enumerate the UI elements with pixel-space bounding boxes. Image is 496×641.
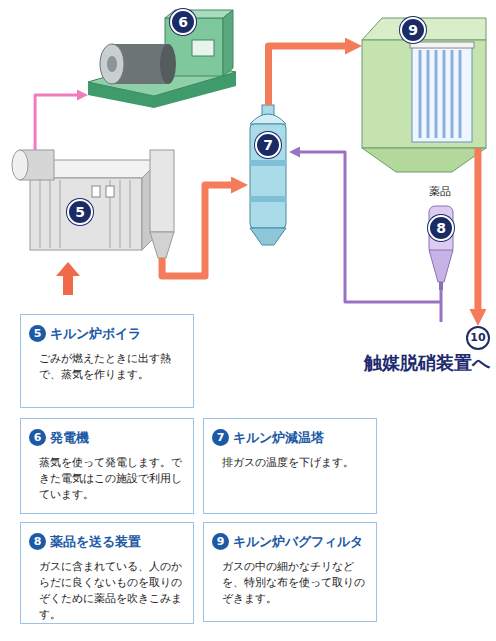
cooling-tower-drawing-part	[250, 124, 286, 228]
cooling-tower-drawing	[250, 105, 286, 245]
gas-duct	[269, 46, 351, 105]
description-box: 9キルン炉バグフィルタガスの中の細かなチリなどを、特別な布を使って取りのぞきます…	[203, 522, 377, 622]
destination-label: 触媒脱硝装置へ	[364, 352, 490, 374]
callout-number: 6	[170, 9, 196, 35]
boiler-drawing-part	[40, 180, 130, 248]
description-text: ごみが燃えたときに出す熱で、蒸気を作ります。	[39, 351, 185, 383]
description-text: ガスの中の細かなチリなどを、特別な布を使って取りのぞきます。	[222, 559, 368, 607]
description-box: 5キルン炉ボイラごみが燃えたときに出す熱で、蒸気を作ります。	[20, 314, 194, 408]
generator-drawing-part	[160, 44, 176, 84]
cooling-tower-drawing-part	[250, 114, 286, 124]
callout-number: 9	[400, 17, 426, 43]
air-inlet-arrow	[56, 262, 80, 295]
section-number: 9	[212, 533, 229, 550]
callout-number: 10	[466, 326, 490, 350]
description-text: ガスに含まれている、人のからだに良くないものを取りのぞくために薬品を吹きこみます…	[39, 559, 185, 623]
callout-number: 8	[428, 215, 454, 241]
bag-filter-drawing	[362, 18, 486, 172]
section-number: 8	[29, 533, 46, 550]
chemical-silo-drawing	[429, 206, 453, 290]
boiler-unit: 5	[12, 150, 178, 258]
cooling-tower-unit: 7	[248, 105, 289, 245]
section-number: 6	[29, 429, 46, 446]
description-box: 8薬品を送る装置ガスに含まれている、人のからだに良くないものを取りのぞくために薬…	[20, 522, 194, 624]
cooling-tower-drawing-part	[250, 160, 286, 166]
description-text: 排ガスの温度を下げます。	[222, 455, 368, 471]
bag-filter-drawing-part	[412, 46, 472, 142]
description-box: 7キルン炉減温塔排ガスの温度を下げます。	[203, 418, 377, 514]
gas-duct	[474, 148, 481, 314]
section-number: 7	[212, 429, 229, 446]
chemical-silo-drawing-part	[429, 250, 453, 282]
boiler-drawing-part	[30, 178, 142, 250]
section-heading: キルン炉ボイラ	[50, 325, 141, 342]
chemical-silo-unit: 8	[425, 200, 457, 290]
section-heading: キルン炉減温塔	[233, 429, 324, 446]
section-number: 5	[29, 325, 46, 342]
part-label: 薬品	[429, 184, 451, 199]
chemical-branch-line	[440, 302, 443, 322]
bag-filter-drawing-part	[410, 42, 474, 48]
section-heading: 発電機	[50, 429, 89, 446]
gas-duct	[162, 185, 236, 276]
bag-filter-unit: 9	[362, 16, 486, 148]
callout-number: 7	[255, 132, 281, 158]
generator-drawing-part	[100, 44, 124, 84]
chemical-silo-drawing-part	[439, 282, 443, 290]
section-heading: キルン炉バグフィルタ	[233, 533, 363, 550]
generator-drawing-part	[192, 40, 214, 56]
bag-filter-drawing-part	[420, 50, 460, 138]
generator-drawing-part	[223, 10, 233, 76]
generator-drawing-part	[107, 56, 117, 72]
steam-pipe	[35, 95, 80, 150]
description-text: 蒸気を使って発電します。できた電気はこの施設で利用しています。	[39, 455, 185, 503]
generator-unit: 6	[88, 6, 236, 108]
chemical-silo-drawing-part	[429, 206, 453, 254]
callout-number: 5	[67, 199, 93, 225]
boiler-drawing	[12, 150, 174, 258]
boiler-drawing-part	[92, 186, 100, 197]
chemical-line	[297, 152, 441, 302]
description-box: 6発電機蒸気を使って発電します。できた電気はこの施設で利用しています。	[20, 418, 194, 514]
boiler-drawing-part	[150, 150, 174, 232]
section-heading: 薬品を送る装置	[50, 533, 141, 550]
cooling-tower-drawing-part	[250, 196, 286, 202]
outlet-marker: 10触媒脱硝装置へ	[330, 326, 490, 380]
generator-drawing	[88, 10, 236, 108]
bag-filter-drawing-part	[362, 40, 486, 148]
boiler-drawing-part	[106, 186, 114, 197]
cooling-tower-drawing-part	[250, 228, 286, 245]
boiler-drawing-part	[150, 232, 174, 258]
boiler-drawing-part	[12, 150, 28, 180]
bag-filter-drawing-part	[362, 148, 486, 172]
